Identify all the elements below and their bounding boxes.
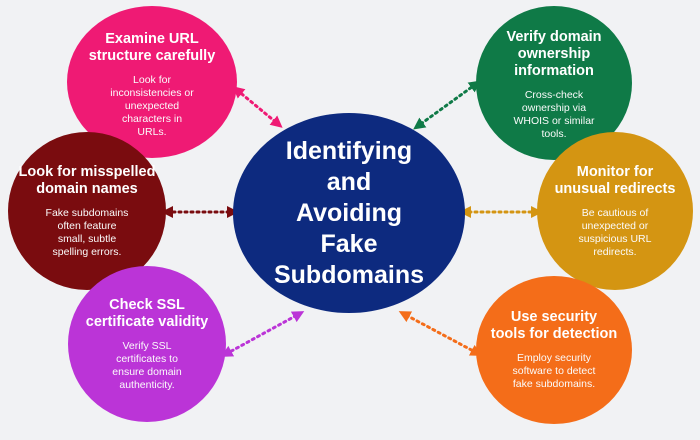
misspelled-domain-circle: Look for misspelled domain names Fake su… bbox=[8, 132, 166, 290]
unusual-redirects-title: Monitor for unusual redirects bbox=[554, 163, 676, 197]
verify-ownership-title: Verify domain ownership information bbox=[506, 29, 602, 79]
connector-examine bbox=[232, 86, 283, 128]
verify-ownership-description: Cross-check ownership via WHOIS or simil… bbox=[513, 89, 595, 140]
misspelled-domain-title: Look for misspelled domain names bbox=[18, 163, 156, 197]
security-tools-description: Employ security software to detect fake … bbox=[512, 352, 596, 390]
connector-security bbox=[398, 311, 483, 356]
examine-url-circle: Examine URL structure carefully Look for… bbox=[67, 6, 237, 158]
unusual-redirects-description: Be cautious of unexpected or suspicious … bbox=[578, 206, 652, 258]
unusual-redirects-circle: Monitor for unusual redirects Be cautiou… bbox=[537, 132, 693, 290]
connector-verify bbox=[413, 80, 481, 130]
central-topic-title: Identifying and Avoiding Fake Subdomains bbox=[273, 136, 424, 289]
ssl-validity-circle: Check SSL certificate validity Verify SS… bbox=[68, 266, 226, 422]
examine-url-description: Look for inconsistencies or unexpected c… bbox=[110, 74, 194, 138]
ssl-validity-title: Check SSL certificate validity bbox=[85, 296, 209, 330]
security-tools-title: Use security tools for detection bbox=[490, 309, 618, 342]
misspelled-domain-description: Fake subdomains often feature small, sub… bbox=[45, 206, 129, 258]
security-tools-circle: Use security tools for detection Employ … bbox=[476, 276, 632, 424]
examine-url-title: Examine URL structure carefully bbox=[88, 31, 216, 64]
connector-ssl bbox=[220, 311, 305, 357]
central-topic-circle: Identifying and Avoiding Fake Subdomains bbox=[233, 113, 465, 313]
ssl-validity-description: Verify SSL certificates to ensure domain… bbox=[112, 339, 182, 391]
